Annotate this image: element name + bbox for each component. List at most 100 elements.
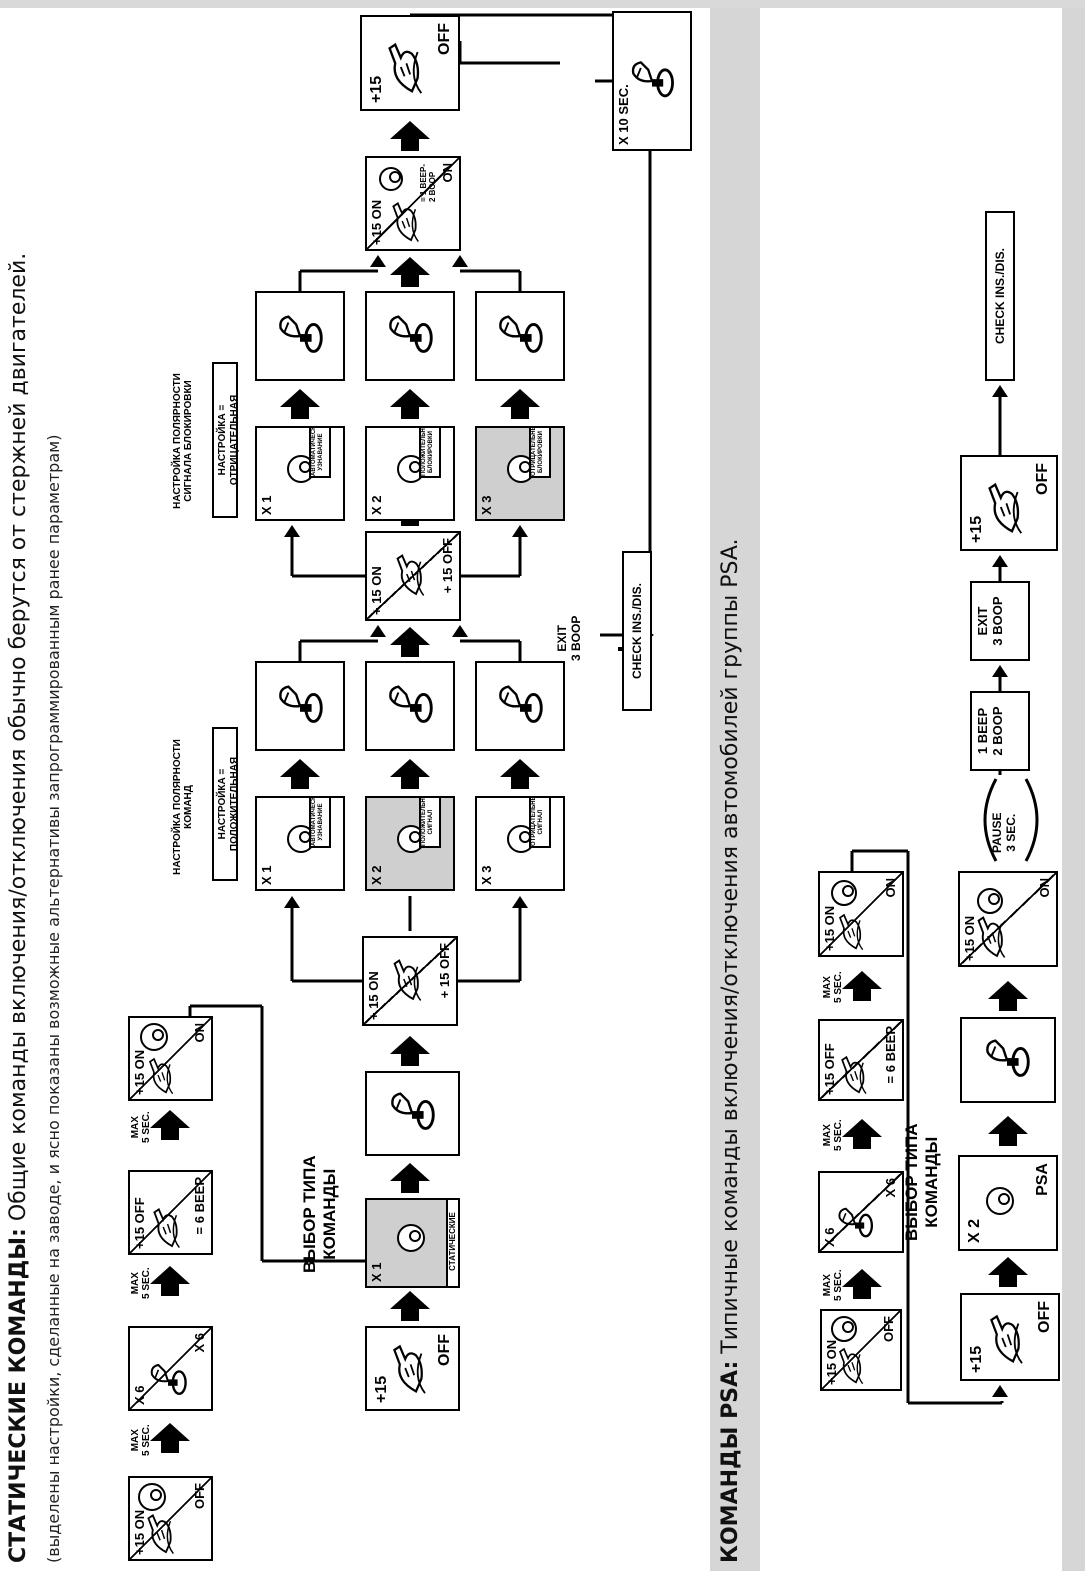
block-arrow-icon xyxy=(988,1116,1028,1146)
lock-press-button-3 xyxy=(475,291,565,381)
section-divider xyxy=(710,8,760,1571)
box-bottom-label: + 15 OFF xyxy=(437,943,452,999)
block-arrow-icon xyxy=(390,1036,430,1066)
ignition-knob-icon xyxy=(379,167,403,191)
button-press-icon xyxy=(271,677,329,735)
arrow-head-icon xyxy=(370,625,386,637)
box-top-label: X 2 xyxy=(369,865,384,885)
block-arrow-icon xyxy=(390,1163,430,1193)
block-arrow-icon xyxy=(500,389,540,419)
box-top-label: X 3 xyxy=(479,495,494,515)
ignition-knob-icon xyxy=(138,1483,166,1511)
top-border xyxy=(0,0,1085,8)
hand-key-icon xyxy=(384,39,423,95)
box-bottom-label: + 15 OFF xyxy=(440,538,455,594)
arrow-head-icon xyxy=(284,525,300,537)
hand-key-icon xyxy=(836,1345,864,1385)
knob-notch-icon xyxy=(389,171,401,183)
block-arrow-icon xyxy=(390,257,430,287)
box-top-label: +15 ON xyxy=(822,905,837,951)
box-bottom-label: = 6 BEEP xyxy=(192,1177,207,1235)
arrow-head-icon xyxy=(370,255,386,267)
box-bottom-label: X 6 xyxy=(883,1178,898,1198)
box-bottom-label: ON xyxy=(883,878,898,898)
block-arrow-icon xyxy=(150,1423,190,1453)
step-toggle-ign-1: + 15 ON + 15 OFF xyxy=(362,936,458,1026)
arrow-head-icon xyxy=(512,525,528,537)
psa-press-button xyxy=(960,1017,1056,1103)
button-press-icon xyxy=(383,1084,441,1142)
block-arrow-icon xyxy=(390,627,430,657)
block-arrow-icon xyxy=(280,389,320,419)
knob-notch-icon xyxy=(150,1489,162,1501)
block-arrow-icon xyxy=(390,121,430,151)
hand-key-icon xyxy=(984,479,1023,535)
hand-key-icon xyxy=(150,1205,181,1249)
box-top-label: +15 OFF xyxy=(132,1197,147,1249)
cmd-press-button-2 xyxy=(365,661,455,751)
step-hold-10-sec: X 10 SEC. xyxy=(612,11,692,151)
arrow-head-icon xyxy=(992,555,1008,567)
lock-polarity-setting: НАСТРОЙКА = ОТРИЦАТЕЛЬНАЯ xyxy=(212,362,240,518)
ignition-knob-icon xyxy=(397,1224,425,1252)
hand-key-icon xyxy=(389,199,420,243)
box-top-label: X 3 xyxy=(479,865,494,885)
beep-boop-note: = 1 BEEP-2 BOOP xyxy=(419,164,437,203)
hand-key-icon xyxy=(390,956,422,1002)
button-press-icon xyxy=(381,677,439,735)
static-option-tag: СТАТИЧЕСКИЕ xyxy=(446,1198,460,1288)
arrow-head-icon xyxy=(992,385,1008,397)
knob-notch-icon xyxy=(842,1321,854,1333)
box-bottom-label: OFF xyxy=(436,23,453,55)
box-bottom-label: OFF xyxy=(1034,463,1051,495)
x6-car-label: X 6 xyxy=(192,1333,207,1353)
command-polarity-setting: НАСТРОЙКА = ПОЛОЖИТЕЛЬНАЯ xyxy=(212,727,240,881)
arrow-head-icon xyxy=(512,896,528,908)
knob-notch-icon xyxy=(842,885,854,897)
button-press-icon xyxy=(832,1201,878,1247)
check-ins-dis-box-2: CHECK INS./DIS. xyxy=(985,211,1015,381)
lock-press-button-2 xyxy=(365,291,455,381)
step-toggle-ign-2: + 15 ON + 15 OFF xyxy=(365,531,461,621)
cmd-press-button-3 xyxy=(475,661,565,751)
step-press-button-1 xyxy=(365,1071,460,1156)
block-arrow-icon xyxy=(988,981,1028,1011)
knob-notch-icon xyxy=(152,1029,164,1041)
hand-key-icon xyxy=(974,913,1006,959)
block-arrow-icon xyxy=(842,1269,882,1299)
arrow-head-icon xyxy=(452,625,468,637)
button-press-icon xyxy=(978,1031,1036,1089)
button-press-icon xyxy=(144,1357,192,1405)
box-top-label: + 15 ON xyxy=(366,971,381,1020)
psa-ign-off-beep: +15 OFF= 6 BEEP xyxy=(818,1019,904,1101)
button-press-icon xyxy=(271,307,329,365)
hand-key-icon xyxy=(389,1341,427,1395)
block-arrow-icon xyxy=(842,1119,882,1149)
block-arrow-icon xyxy=(988,1257,1028,1287)
arrow-head-icon xyxy=(452,255,468,267)
box-top-label: + 15 ON xyxy=(369,566,384,615)
button-press-icon xyxy=(624,53,680,109)
knob-notch-icon xyxy=(998,1193,1010,1205)
